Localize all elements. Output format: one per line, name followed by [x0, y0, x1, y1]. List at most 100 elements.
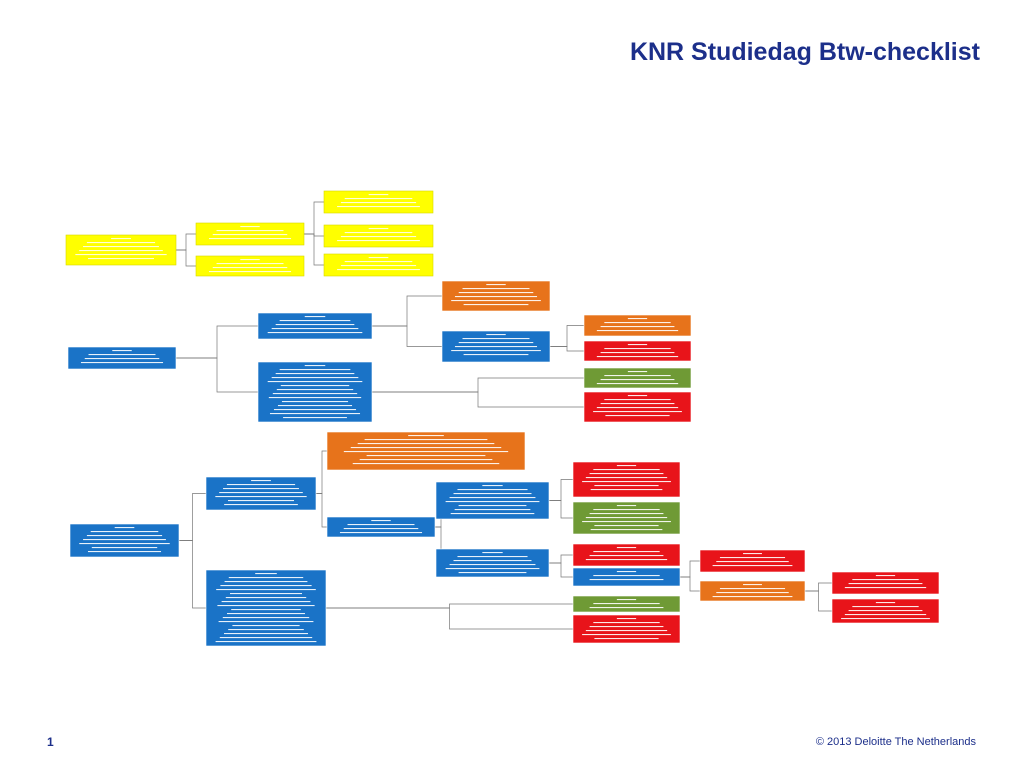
flow-node-b-ja-3	[435, 481, 550, 520]
node-text-line	[215, 641, 317, 643]
connector-line	[326, 607, 573, 630]
node-text-line	[114, 527, 135, 529]
node-text-line	[589, 513, 664, 515]
node-text-line	[593, 575, 660, 577]
node-text-line	[712, 565, 793, 567]
node-text-line	[216, 589, 316, 591]
node-text-line	[86, 535, 163, 537]
node-text-line	[604, 375, 671, 377]
copyright-notice: © 2013 Deloitte The Netherlands	[815, 736, 976, 748]
connector-lines	[176, 201, 832, 630]
node-box	[257, 361, 373, 423]
node-text-line	[75, 254, 167, 256]
node-text-line	[251, 480, 271, 482]
node-text-line	[486, 334, 506, 336]
node-text-line	[453, 493, 532, 495]
flow-node-r-nee-3	[572, 614, 681, 644]
connector-line	[372, 295, 442, 327]
node-text-line	[279, 369, 351, 371]
connector-line	[176, 325, 258, 359]
node-text-line	[719, 588, 786, 590]
flow-node-y-leaf-1	[323, 190, 434, 214]
node-text-line	[627, 395, 648, 397]
node-text-line	[585, 517, 668, 519]
connector-line	[549, 554, 573, 564]
node-text-line	[616, 547, 637, 549]
connector-line	[176, 357, 258, 393]
node-box	[572, 461, 681, 498]
flow-node-y-mid-2	[195, 255, 305, 277]
node-box	[435, 481, 550, 520]
node-text-line	[79, 250, 163, 252]
node-text-line	[596, 407, 679, 409]
connector-line	[326, 603, 573, 609]
flow-node-b-ja-1	[257, 312, 373, 340]
connector-line	[316, 493, 327, 528]
node-text-line	[340, 265, 417, 267]
node-text-line	[457, 556, 528, 558]
node-text-line	[80, 362, 164, 364]
flow-node-y-leaf-2	[323, 224, 434, 248]
connector-line	[550, 346, 584, 352]
node-text-line	[451, 350, 541, 352]
node-text-line	[593, 603, 660, 605]
node-text-line	[593, 509, 660, 511]
connector-line	[304, 201, 324, 235]
flow-node-o-ja-2	[583, 314, 692, 337]
node-text-line	[219, 492, 303, 494]
flow-node-o-ja-1	[441, 280, 551, 312]
node-text-line	[593, 622, 660, 624]
node-text-line	[463, 304, 529, 306]
connector-line	[549, 479, 573, 501]
node-text-line	[593, 411, 682, 413]
node-text-line	[88, 258, 154, 260]
flow-node-b-nee-3	[205, 569, 327, 647]
node-text-line	[227, 613, 305, 615]
node-text-line	[347, 524, 415, 526]
node-text-line	[616, 505, 637, 507]
node-text-line	[462, 288, 530, 290]
flow-node-y-mid-1	[195, 222, 305, 246]
flow-node-r-nee-1	[583, 340, 692, 362]
connector-line	[549, 562, 573, 578]
node-text-line	[449, 497, 536, 499]
node-text-line	[852, 579, 919, 581]
node-text-line	[231, 609, 301, 611]
node-text-line	[458, 572, 527, 574]
node-text-line	[482, 485, 503, 487]
node-box	[572, 567, 681, 587]
node-text-line	[224, 581, 308, 583]
node-text-line	[87, 551, 162, 553]
node-text-line	[848, 610, 923, 612]
node-text-line	[445, 501, 540, 503]
node-text-line	[344, 261, 413, 263]
flow-node-r-nee-4	[831, 571, 940, 595]
node-text-line	[359, 459, 493, 461]
node-text-line	[594, 638, 659, 640]
node-text-line	[712, 596, 793, 598]
node-text-line	[272, 393, 358, 395]
node-text-line	[84, 358, 160, 360]
flow-node-o-ja-4	[699, 580, 806, 602]
node-text-line	[269, 413, 361, 415]
node-text-line	[449, 564, 536, 566]
node-text-line	[743, 553, 762, 555]
node-text-line	[222, 617, 310, 619]
connector-line	[179, 540, 206, 609]
connector-line	[680, 560, 700, 578]
node-text-line	[208, 238, 292, 240]
node-text-line	[340, 202, 417, 204]
node-text-line	[111, 238, 131, 240]
node-text-line	[716, 592, 789, 594]
node-text-line	[368, 257, 389, 259]
node-text-line	[271, 377, 359, 379]
node-text-line	[216, 263, 284, 265]
node-text-line	[593, 551, 660, 553]
flow-node-b-nee-4	[326, 516, 436, 538]
connector-line	[805, 590, 832, 612]
flow-node-r-ja-1	[572, 461, 681, 498]
node-text-line	[83, 539, 166, 541]
node-text-line	[339, 532, 423, 534]
node-text-line	[454, 346, 538, 348]
